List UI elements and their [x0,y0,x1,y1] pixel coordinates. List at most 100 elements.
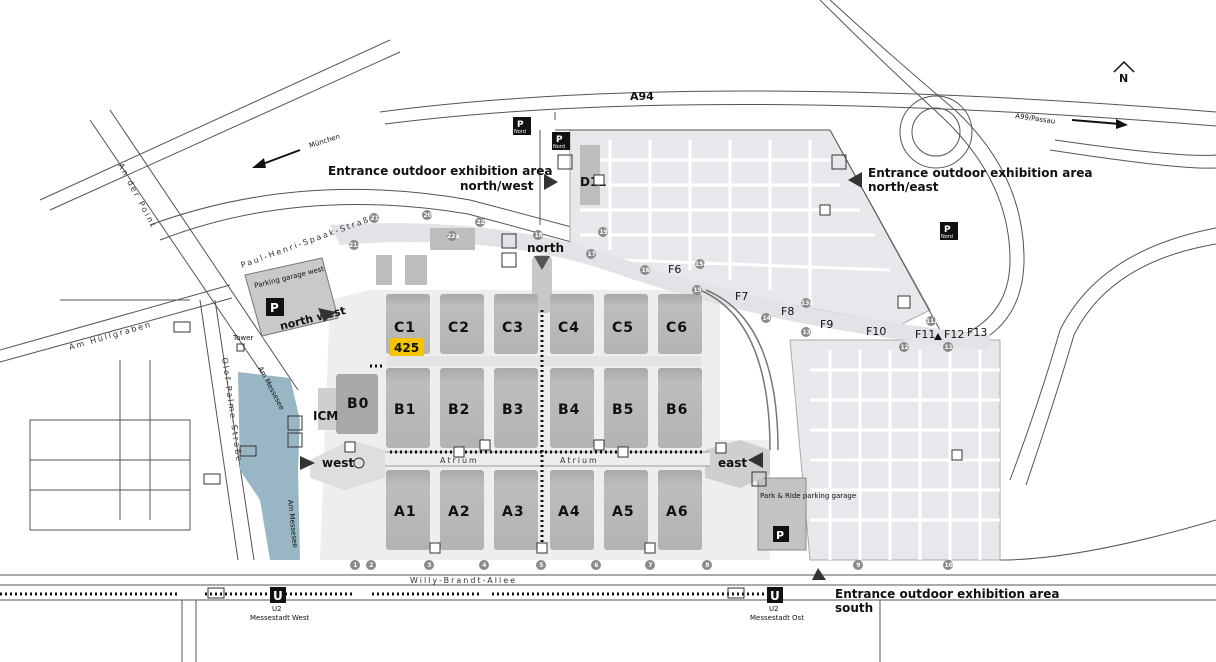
hall-b0[interactable] [336,374,378,434]
gate-number-8[interactable] [702,560,712,570]
p-nord-sign-3[interactable]: P Nord [940,222,958,240]
hall-b2[interactable] [440,368,484,448]
u-bahn-east-icon [767,587,783,603]
gate-f13: F13 [967,326,987,339]
subway-east[interactable]: U U2 Messestadt Ost [750,587,804,622]
hall-c4[interactable] [550,294,594,354]
park-ride-label: Park & Ride parking garage [760,492,856,500]
gate-number-21[interactable] [369,213,379,223]
gate-number-17[interactable] [586,249,596,259]
p-nord-sign-1[interactable]: P Nord [513,117,531,135]
hall-a1[interactable] [386,470,430,550]
hall-a5[interactable] [604,470,648,550]
svg-text:U: U [770,589,780,603]
gate-number-19[interactable] [598,227,608,237]
gate-number-13[interactable] [801,327,811,337]
atrium: Atrium Atrium [385,451,710,467]
gate-number-9[interactable] [853,560,863,570]
hall-c5[interactable] [604,294,648,354]
arrow-nw-entrance-icon [318,308,336,322]
gate-number-1[interactable] [350,560,360,570]
gate-number-2[interactable] [366,560,376,570]
svg-text:P: P [944,225,951,235]
gate-number-label: 14 [763,315,771,322]
arrow-east-icon [748,452,763,468]
hall-b5[interactable] [604,368,648,448]
hall-b4[interactable] [550,368,594,448]
gate-number-22a[interactable] [447,231,457,241]
hall-a6[interactable] [658,470,702,550]
hall-a4[interactable] [550,470,594,550]
parking-garage-west[interactable] [244,257,339,337]
subway-west[interactable]: U U2 Messestadt West [250,587,310,622]
compass-arrow-icon [1113,60,1135,73]
arrow-a99-head [1116,119,1128,129]
hall-c3[interactable] [494,294,538,354]
gate-number-20[interactable] [422,210,432,220]
outdoor-ne-line1: Entrance outdoor exhibition area [868,166,1092,180]
gate-f10: F10 [866,325,886,338]
u-bahn-west-icon [270,587,286,603]
svg-text:Nord: Nord [941,234,953,240]
gate-number-21a[interactable] [349,240,359,250]
gate-number-label: 12 [901,344,909,351]
restaurant-icon [344,174,963,554]
hall-b1[interactable] [386,368,430,448]
outdoor-s-line1: Entrance outdoor exhibition area [835,587,1059,601]
hall-b3[interactable] [494,368,538,448]
gate-number-15[interactable] [692,285,702,295]
gate-number-3[interactable] [424,560,434,570]
gate-number-16[interactable] [640,265,650,275]
exhibition-grounds [238,129,1001,561]
hall-label-b2: B2 [448,402,470,418]
gate-f6: F6 [668,263,681,276]
gate-number-4[interactable] [479,560,489,570]
svg-text:P: P [556,135,563,145]
gate-number-5[interactable] [536,560,546,570]
gate-number-label: 11 [945,344,953,351]
gate-number-12[interactable] [899,342,909,352]
hall-label-c6: C6 [666,320,688,336]
subway-west-line: U2 [272,605,282,613]
taxi-icon [287,154,847,487]
hall-c2[interactable] [440,294,484,354]
gate-number-11[interactable] [943,342,953,352]
hall-label-c2: C2 [448,320,470,336]
icm-building[interactable] [318,388,336,430]
gate-number-13a[interactable] [801,298,811,308]
gate-number-14[interactable] [761,313,771,323]
hall-a3[interactable] [494,470,538,550]
road-muenchen: München [308,132,341,149]
gate-number-7[interactable] [645,560,655,570]
gate-number-6[interactable] [591,560,601,570]
gate-number-label: 18 [535,232,543,239]
gate-f11: F11 [915,328,935,341]
gate-number-label: 15 [694,287,702,294]
atrium-label-1: Atrium [440,456,479,465]
gate-number-11a[interactable] [926,316,936,326]
booth-425[interactable]: 425 [390,338,424,356]
gate-number-label: 10 [945,562,953,569]
gate-number-label: 21 [371,215,379,222]
gate-number-15a[interactable] [695,259,705,269]
gate-number-label: 4 [482,562,486,569]
outdoor-nw-line2: north/west [460,179,534,193]
hall-a2[interactable] [440,470,484,550]
arrow-a99 [1071,119,1121,125]
garage-west-icon [266,298,284,316]
entrance-west-plaza[interactable] [310,440,385,490]
gate-number-label: 8 [705,562,709,569]
hall-label-c5: C5 [612,320,634,336]
hall-b6[interactable] [658,368,702,448]
hall-c6[interactable] [658,294,702,354]
p-nord-sign-2[interactable]: P Nord [552,132,570,150]
gate-number-22[interactable] [475,217,485,227]
gate-number-18[interactable] [533,230,543,240]
tower-label: Tower [232,334,253,342]
gate-number-label: 3 [427,562,431,569]
gate-number-10[interactable] [943,560,953,570]
